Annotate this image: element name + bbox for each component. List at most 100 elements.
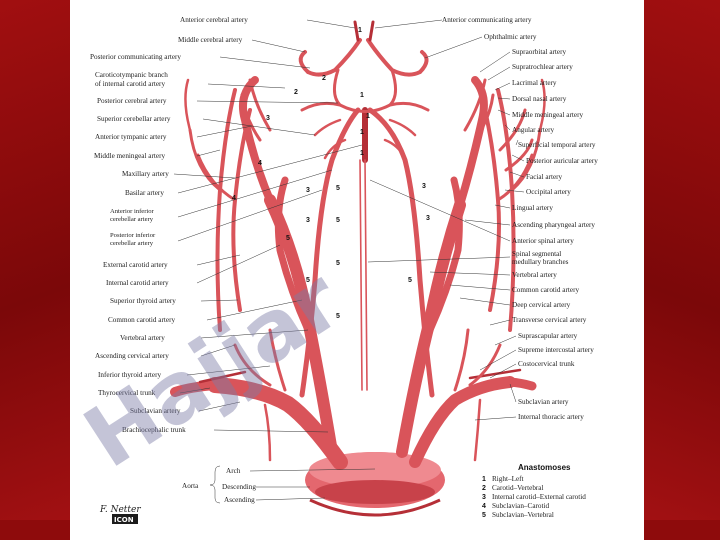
arterial-diagram: 1 1 2 2 1 1 1 3 3 3 3 3 4 4 5 5 5 5 5 5	[70, 16, 598, 524]
vertebral-basilar	[299, 107, 435, 398]
background-left-panel	[0, 0, 70, 540]
anastomosis-mark: 4	[258, 160, 262, 167]
anastomosis-mark: 3	[426, 215, 430, 222]
legend-title: Anastomoses	[518, 463, 571, 472]
legend-item-number: 4	[482, 503, 486, 510]
anastomosis-mark: 5	[336, 185, 340, 192]
label-basilar-artery: Basilar artery	[125, 189, 164, 197]
label-subclavian-artery-left: Subclavian artery	[130, 407, 181, 415]
anastomosis-mark: 5	[336, 260, 340, 267]
label-dorsal-nasal-artery: Dorsal nasal artery	[512, 95, 567, 103]
label-internal-thoracic-artery: Internal thoracic artery	[518, 413, 584, 421]
label-anterior-inferior-cerebellar: Anterior inferior	[110, 208, 155, 215]
label-superficial-temporal-artery: Superficial temporal artery	[518, 141, 596, 149]
label-inferior-thyroid-artery: Inferior thyroid artery	[98, 371, 161, 379]
label-anterior-communicating-artery: Anterior communicating artery	[442, 16, 532, 24]
left-labels: Middle cerebral artery Posterior communi…	[90, 36, 243, 434]
anastomosis-mark: 4	[232, 195, 236, 202]
label-aorta-descending: Descending	[222, 483, 256, 491]
label-ascending-cervical-artery: Ascending cervical artery	[95, 352, 169, 360]
anastomosis-mark: 5	[286, 235, 290, 242]
anastomosis-mark: 1	[360, 150, 364, 157]
label-posterior-inferior-cerebellar-2: cerebellar artery	[110, 240, 154, 247]
legend-item-text: Internal carotid–External carotid	[492, 493, 586, 501]
label-supraorbital-artery: Supraorbital artery	[512, 48, 566, 56]
label-internal-carotid-artery: Internal carotid artery	[106, 279, 169, 287]
label-maxillary-artery: Maxillary artery	[122, 170, 169, 178]
legend-item-number: 5	[482, 512, 486, 519]
label-external-carotid-artery: External carotid artery	[103, 261, 168, 269]
label-vertebral-artery-left: Vertebral artery	[120, 334, 165, 342]
anastomosis-mark: 1	[358, 27, 362, 34]
anastomoses-legend: Anastomoses 1 Right–Left 2 Carotid–Verte…	[482, 463, 586, 519]
label-middle-meningeal-artery-right: Middle meningeal artery	[512, 111, 583, 119]
label-aorta-ascending: Ascending	[224, 496, 255, 504]
label-angular-artery: Angular artery	[512, 126, 555, 134]
anastomosis-mark: 2	[294, 89, 298, 96]
label-suprascapular-artery: Suprascapular artery	[518, 332, 578, 340]
carotid-trunks	[239, 76, 488, 458]
publisher-logo-text: ICON	[114, 516, 134, 524]
label-thyrocervical-trunk: Thyrocervical trunk	[98, 389, 156, 397]
label-middle-meningeal-artery: Middle meningeal artery	[94, 152, 165, 160]
anatomy-plate: 1 1 2 2 1 1 1 3 3 3 3 3 4 4 5 5 5 5 5 5	[70, 0, 644, 540]
label-superior-cerebellar-artery: Superior cerebellar artery	[97, 115, 171, 123]
aorta-bracket	[209, 465, 376, 504]
label-common-carotid-artery-right: Common carotid artery	[512, 286, 579, 294]
anastomosis-mark: 3	[306, 187, 310, 194]
label-subclavian-artery-right: Subclavian artery	[518, 398, 569, 406]
legend-item-number: 2	[482, 485, 486, 492]
label-common-carotid-artery-left: Common carotid artery	[108, 316, 175, 324]
aorta-labels: Aorta Arch Descending Ascending	[182, 467, 256, 504]
label-posterior-cerebral-artery: Posterior cerebral artery	[97, 97, 167, 105]
label-caroticotympanic-branch: Caroticotympanic branch	[95, 71, 168, 79]
publisher-logo-icon	[112, 514, 138, 524]
legend-item-text: Subclavian–Carotid	[492, 502, 549, 510]
legend-item-text: Carotid–Vertebral	[492, 484, 544, 492]
legend-item-number: 3	[482, 494, 486, 501]
anastomosis-mark: 1	[366, 113, 370, 120]
label-medullary-branches: medullary branches	[512, 258, 569, 266]
aortic-arch	[305, 452, 445, 517]
label-transverse-cervical-artery: Transverse cervical artery	[512, 316, 587, 324]
anastomosis-mark: 1	[360, 92, 364, 99]
label-posterior-auricular-artery: Posterior auricular artery	[526, 157, 598, 165]
label-anterior-spinal-artery: Anterior spinal artery	[512, 237, 574, 245]
label-deep-cervical-artery: Deep cervical artery	[512, 301, 571, 309]
label-facial-artery: Facial artery	[526, 173, 563, 181]
right-labels: Ophthalmic artery Supraorbital artery Su…	[484, 33, 598, 421]
label-brachiocephalic-trunk: Brachiocephalic trunk	[122, 426, 186, 434]
label-superior-thyroid-artery: Superior thyroid artery	[110, 297, 176, 305]
signature-mark: F. Netter ICON	[99, 505, 141, 524]
label-supratrochlear-artery: Supratrochlear artery	[512, 63, 573, 71]
label-posterior-inferior-cerebellar: Posterior inferior	[110, 232, 156, 239]
background-right-panel	[644, 0, 720, 540]
label-costocervical-trunk: Costocervical trunk	[518, 360, 575, 368]
anastomosis-mark: 5	[408, 277, 412, 284]
label-lacrimal-artery: Lacrimal artery	[512, 79, 557, 87]
anastomosis-mark: 5	[336, 217, 340, 224]
label-ascending-pharyngeal-artery: Ascending pharyngeal artery	[512, 221, 595, 229]
label-spinal-segmental: Spinal segmental	[512, 250, 561, 258]
anastomosis-mark: 2	[322, 75, 326, 82]
label-posterior-communicating-artery: Posterior communicating artery	[90, 53, 181, 61]
anastomosis-number-marks: 1 1 2 2 1 1 1 3 3 3 3 3 4 4 5 5 5 5 5 5	[232, 27, 430, 320]
label-caroticotympanic-branch-2: of internal carotid artery	[95, 80, 165, 88]
leader-lines-right	[306, 19, 525, 421]
leader-lines-left	[173, 39, 363, 433]
anastomosis-mark: 3	[306, 217, 310, 224]
label-anterior-tympanic-artery: Anterior tympanic artery	[95, 133, 167, 141]
anastomosis-mark: 3	[422, 183, 426, 190]
netter-signature: F. Netter	[99, 505, 141, 515]
anastomosis-mark: 5	[306, 277, 310, 284]
label-lingual-artery: Lingual artery	[512, 204, 553, 212]
label-aorta-arch: Arch	[226, 467, 241, 475]
top-labels: Anterior cerebral artery Anterior commun…	[180, 16, 532, 24]
label-occipital-artery: Occipital artery	[526, 188, 571, 196]
external-carotid-branches	[184, 78, 546, 332]
anastomosis-mark: 5	[336, 313, 340, 320]
label-anterior-cerebral-artery: Anterior cerebral artery	[180, 16, 248, 24]
label-anterior-inferior-cerebellar-2: cerebellar artery	[110, 216, 154, 223]
label-aorta: Aorta	[182, 482, 199, 490]
